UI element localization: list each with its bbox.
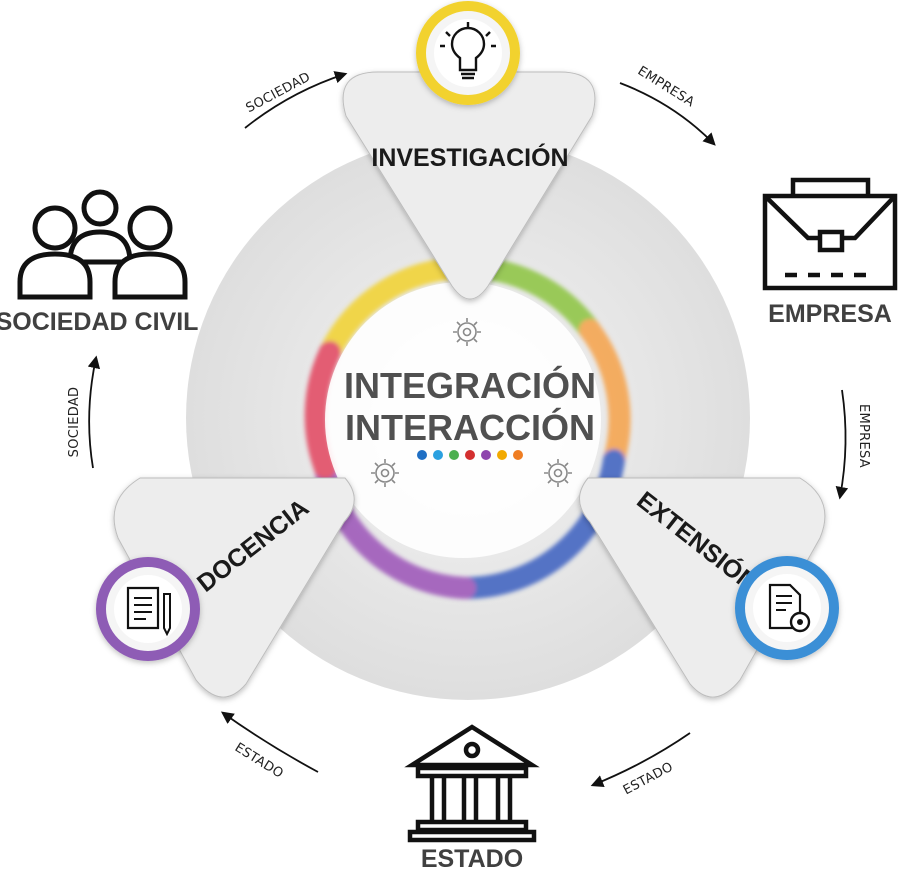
briefcase-icon [762, 177, 898, 291]
node-docencia: DOCENCIA [96, 477, 355, 698]
center-title-1: INTEGRACIÓN [344, 364, 596, 406]
actor-label-sociedad-civil: SOCIEDAD CIVIL [0, 308, 198, 336]
node-label-investigacion: INVESTIGACIÓN [371, 142, 568, 172]
center-color-dot [497, 450, 507, 460]
center-color-dot [513, 450, 523, 460]
government-building-icon [404, 724, 540, 843]
node-investigacion: INVESTIGACIÓN [342, 1, 596, 300]
lightbulb-icon [416, 1, 520, 105]
flow-label-sociedad-left: SOCIEDAD [67, 387, 82, 458]
center-color-dot [465, 450, 475, 460]
node-extension: EXTENSIÓN [579, 477, 839, 698]
center-color-dots [417, 450, 523, 460]
actor-label-empresa: EMPRESA [768, 300, 892, 328]
flow-label-estado-left: ESTADO [232, 740, 286, 782]
center-title-2: INTERACCIÓN [345, 406, 595, 448]
actor-sociedad-civil: SOCIEDAD CIVIL [0, 189, 198, 336]
document-gear-icon [735, 556, 839, 660]
center-color-dot [433, 450, 443, 460]
flow-arrow-empresa-right: EMPRESA [835, 389, 871, 500]
flow-arrow-sociedad-top: SOCIEDAD [244, 70, 348, 129]
document-pencil-icon [96, 557, 200, 661]
people-group-icon [17, 189, 188, 300]
gear-icon [544, 459, 572, 487]
flow-arrow-sociedad-left: SOCIEDAD [67, 355, 101, 469]
flow-arrow-estado-right: ESTADO [590, 732, 691, 799]
gear-icon [453, 318, 481, 346]
flow-label-empresa-right: EMPRESA [856, 404, 871, 468]
ring-inner-fill [325, 282, 601, 558]
center-color-dot [481, 450, 491, 460]
flow-arrow-empresa-top: EMPRESA [619, 64, 716, 146]
flow-label-sociedad-top: SOCIEDAD [244, 70, 313, 116]
flow-arrow-estado-left: ESTADO [220, 711, 319, 782]
center-color-dot [449, 450, 459, 460]
actor-estado: ESTADO [404, 724, 540, 873]
gear-icon [371, 459, 399, 487]
flow-label-estado-right: ESTADO [621, 760, 676, 799]
center-color-dot [417, 450, 427, 460]
actor-label-estado: ESTADO [421, 845, 523, 873]
flow-label-empresa-top: EMPRESA [635, 64, 697, 111]
actor-empresa: EMPRESA [762, 177, 898, 328]
